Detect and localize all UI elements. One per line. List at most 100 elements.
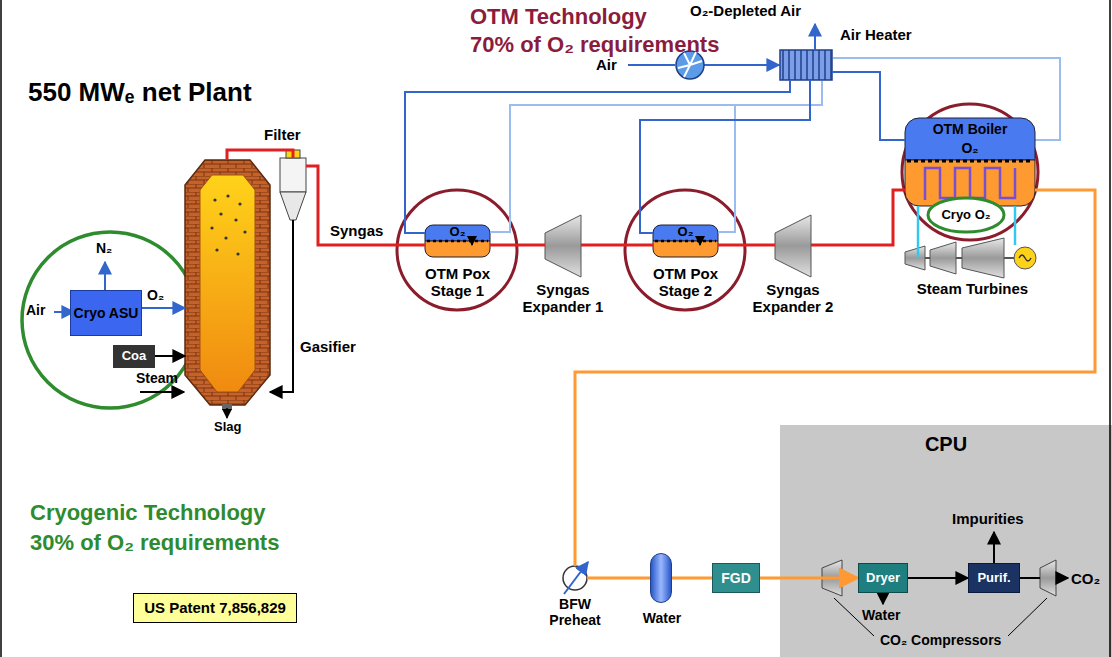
flow-line [227,150,293,160]
flow-line [581,244,653,247]
purification-box: Purif. [968,563,1020,593]
flow-line [760,577,858,580]
cpu-streams [834,532,1068,636]
flow-line [832,72,905,140]
stream-label: Cryogenic Technology [30,500,266,525]
depleted-air-return [490,58,1060,232]
stream-label: Water [862,607,900,623]
water-separator: Water [650,553,672,603]
stream-label: Steam [136,370,178,386]
flow-line [155,355,185,357]
node-text: CPU [780,433,1112,456]
node-text: O₂ [905,140,1035,156]
node-text: Purif. [977,571,1010,586]
node-text: Syngas Expander 1 [513,281,613,316]
stream-label: CO₂ [1071,570,1100,587]
flow-line [587,577,650,580]
edge-label: Syngas [330,222,383,239]
node-text: Coa [122,349,147,364]
otm-highlight [397,190,517,310]
edge-label: O₂ [147,287,164,303]
node-text: OTM Boiler [905,121,1035,137]
flow-line [405,80,790,233]
steam-turbines [905,238,1036,278]
node-text: O₂ [653,225,718,240]
flow-line [917,206,920,258]
flow-line [640,80,810,233]
otm-pox-stage: O₂OTM Pox Stage 2 [653,225,718,257]
syngas-expander: Syngas Expander 1 [545,215,581,277]
flow-line [811,190,905,245]
node-text: Steam Turbines [905,280,1040,297]
node-text: Filter [264,126,301,143]
otm-pox-vessel [425,225,490,257]
stream-label: Air [26,302,45,318]
air-heater: Air Heater [780,50,832,80]
otm-pox-stage: O₂OTM Pox Stage 1 [425,225,490,257]
otm-pox-vessel [653,225,718,257]
node-text: Syngas Expander 2 [743,281,843,316]
stream-label: OTM Technology [470,4,647,29]
syngas-expander: Syngas Expander 2 [775,215,811,277]
asu-box: Cryo ASU [70,290,142,336]
bfw-preheater [563,562,588,594]
flow-line [718,244,775,247]
stream-label: 30% of O₂ requirements [30,530,279,555]
cryo-oxygen: Cryo O₂ [928,198,1004,232]
otm-boiler [905,118,1035,245]
node-text: Cryo O₂ [941,208,990,223]
steam-turbines: Steam Turbines [905,240,1040,276]
stream-label: O₂-Depleted Air [690,2,801,19]
dryer-box: Dryer [858,563,908,593]
cpu-panel [780,425,1112,657]
flow-line [575,190,1095,566]
patent-box: US Patent 7,856,829 [133,593,297,623]
node-text: OTM Pox Stage 2 [635,265,736,300]
stream-label: Impurities [952,510,1024,527]
node-text: O₂ [425,225,490,240]
node-text: Cryo ASU [74,305,139,321]
stream-label: Slag [214,420,241,435]
frame-line [0,0,2,657]
flow-line [672,577,712,580]
flow-line [142,307,185,309]
filter-cyclone [280,150,306,220]
otm-highlight [625,190,745,310]
node-text: Water [631,610,693,626]
co2-compressor [822,560,1056,596]
cryogenic-highlight [22,232,198,408]
node-text: FGD [721,570,751,586]
plant-title: 550 MWₑ net Plant [28,78,252,108]
node-text: Gasifier [300,338,356,355]
depleted-air-outlet [814,24,816,50]
node-text: OTM Pox Stage 1 [407,265,508,300]
bfw-preheat: BFW Preheat [563,566,587,590]
cpu-panel: CPU Dryer Purif. [780,425,1112,657]
asu-streams [54,262,184,392]
cryo-oxygen-highlight [928,198,1004,232]
flow-line [908,577,968,579]
stream-label: Air [596,56,617,73]
gasifier-vessel [185,160,270,418]
stream-label: CO₂ Compressors [880,632,1001,648]
coal-box: Coa [113,345,155,368]
filter: Filter [280,158,306,220]
stream-label: 70% of O₂ requirements [470,32,719,57]
syngas-expander [545,215,581,277]
syngas-expander [775,215,811,277]
node-text: BFW Preheat [533,596,617,628]
air-heater [780,50,832,80]
gasifier: Gasifier [185,160,270,405]
node-text: Dryer [866,571,900,586]
node-text: Air Heater [840,26,912,43]
node-text: US Patent 7,856,829 [144,599,286,616]
frame-line [1109,0,1111,657]
flow-line [270,220,293,392]
otm-highlight [902,104,1038,240]
fgd-box: FGD [712,563,760,593]
stream-label: N₂ [96,240,112,256]
flow-line [490,244,545,247]
otm-boiler: OTM BoilerO₂ [905,118,1035,206]
